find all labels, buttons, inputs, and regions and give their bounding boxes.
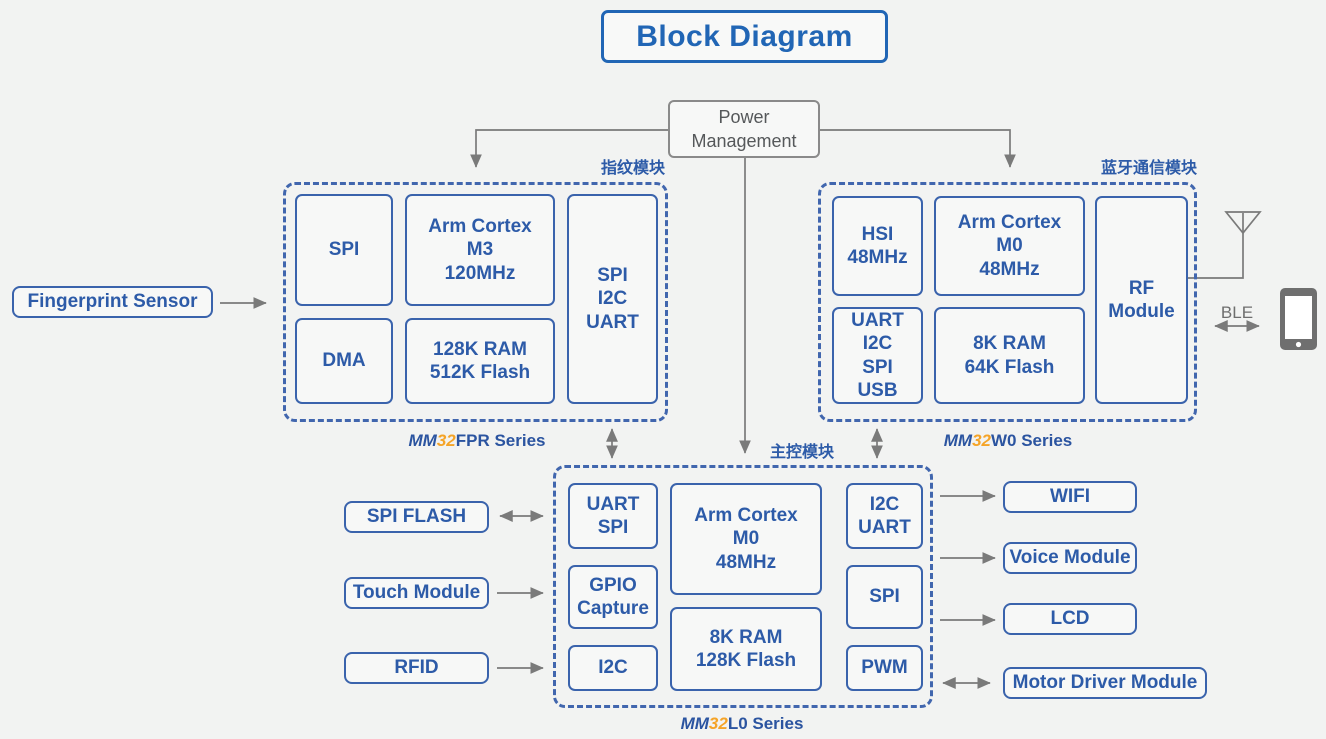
spi-flash-box: SPI FLASH [344, 501, 489, 533]
fingerprint-series-label: MM32FPR Series [377, 431, 577, 451]
motor-driver-box: Motor Driver Module [1003, 667, 1207, 699]
series-rest: FPR Series [455, 431, 546, 450]
wifi-box: WIFI [1003, 481, 1137, 513]
main-pwm-block: PWM [846, 645, 923, 691]
fingerprint-cpu-block: Arm Cortex M3 120MHz [405, 194, 555, 306]
main-i2c-block: I2C [568, 645, 658, 691]
ble-label: BLE [1220, 303, 1254, 322]
voice-module-box: Voice Module [1003, 542, 1137, 574]
series-mm: MM [943, 431, 973, 450]
fingerprint-module-tag: 指纹模块 [600, 160, 665, 177]
fingerprint-dma-block: DMA [295, 318, 393, 404]
pm-to-bluetooth-arrow [820, 129, 1016, 168]
bluetooth-module-tag: 蓝牙通信模块 [1100, 160, 1197, 177]
series-num: 32 [708, 714, 728, 733]
series-mm: MM [680, 714, 709, 733]
main-module-container [553, 465, 933, 708]
fingerprint-peripherals-block: SPI I2C UART [567, 194, 658, 404]
fingerprint-module-container [283, 182, 668, 422]
rfid-box: RFID [344, 652, 489, 684]
main-spi-block: SPI [846, 565, 923, 629]
main-series-label: MM32L0 Series [642, 714, 842, 734]
smartphone-icon [1280, 288, 1317, 350]
series-rest: W0 Series [990, 431, 1073, 450]
lcd-box: LCD [1003, 603, 1137, 635]
series-rest: L0 Series [727, 714, 804, 733]
series-num: 32 [972, 431, 991, 450]
fingerprint-sensor-box: Fingerprint Sensor [12, 286, 213, 318]
main-i2c-uart-block: I2C UART [846, 483, 923, 549]
main-gpio-capture-block: GPIO Capture [568, 565, 658, 629]
series-mm: MM [408, 431, 437, 450]
touch-module-box: Touch Module [344, 577, 489, 609]
diagram-title: Block Diagram [601, 10, 888, 63]
bluetooth-rf-block: RF Module [1095, 196, 1188, 404]
fingerprint-memory-block: 128K RAM 512K Flash [405, 318, 555, 404]
main-module-tag: 主控模块 [770, 444, 835, 461]
power-management-box: Power Management [668, 100, 820, 158]
main-uart-spi-block: UART SPI [568, 483, 658, 549]
bluetooth-memory-block: 8K RAM 64K Flash [934, 307, 1085, 404]
bluetooth-module-container [818, 182, 1197, 422]
bluetooth-peripherals-block: UART I2C SPI USB [832, 307, 923, 404]
bluetooth-series-label: MM32W0 Series [908, 431, 1108, 451]
main-memory-block: 8K RAM 128K Flash [670, 607, 822, 691]
bluetooth-cpu-block: Arm Cortex M0 48MHz [934, 196, 1085, 296]
bluetooth-hsi-block: HSI 48MHz [832, 196, 923, 296]
main-cpu-block: Arm Cortex M0 48MHz [670, 483, 822, 595]
antenna-icon [1186, 211, 1262, 279]
fingerprint-spi-block: SPI [295, 194, 393, 306]
series-num: 32 [436, 431, 456, 450]
